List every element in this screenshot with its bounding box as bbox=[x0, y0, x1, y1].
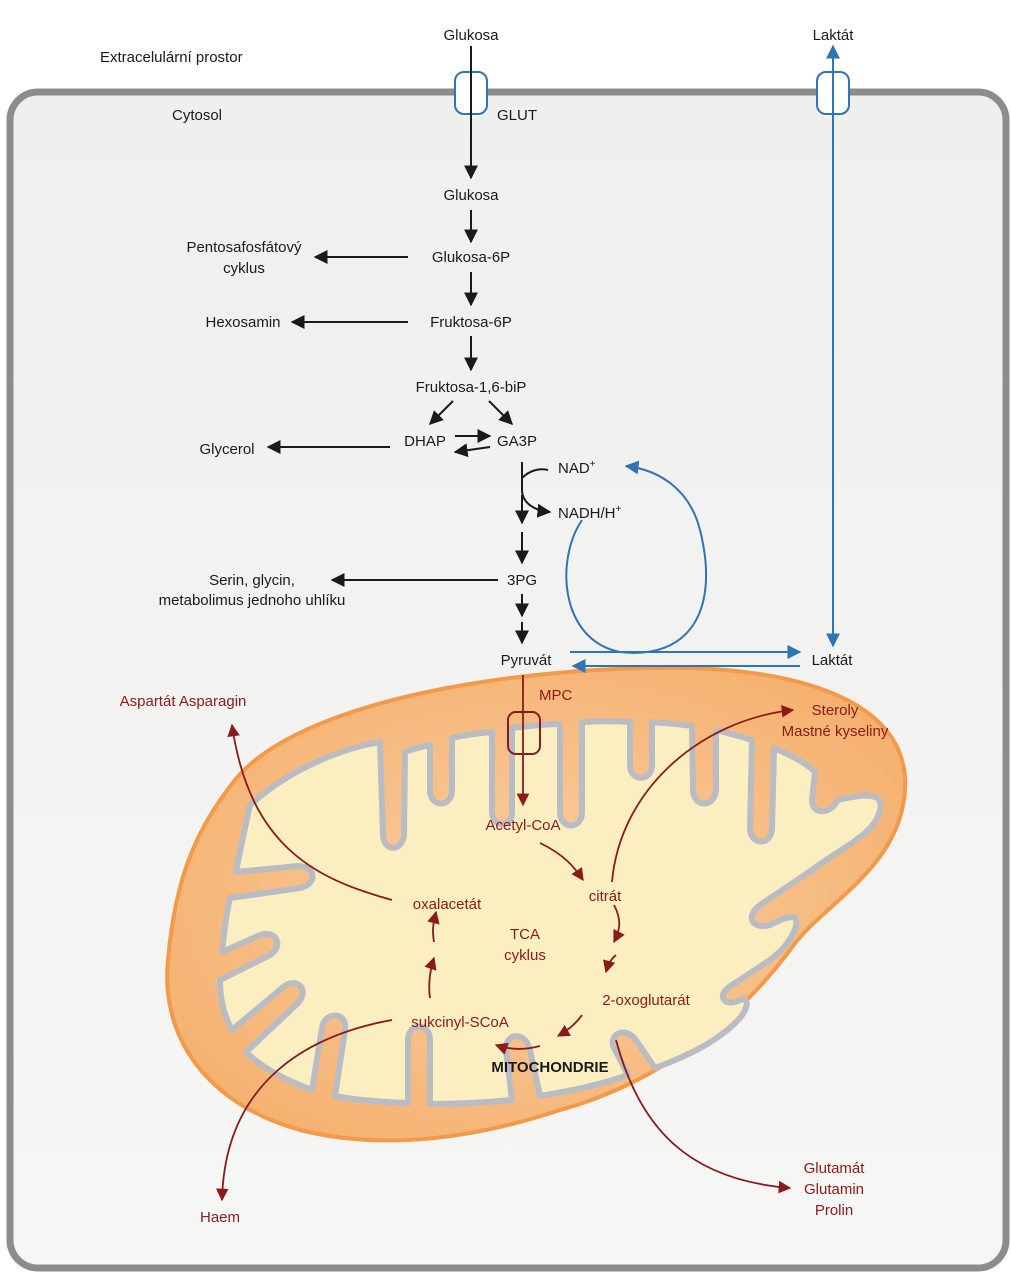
cytosol-label: Cytosol bbox=[172, 107, 222, 124]
pyruvate: Pyruvát bbox=[501, 652, 553, 669]
extracellular-label: Extracelulární prostor bbox=[100, 49, 243, 66]
aspartate-label: Aspartát Asparagin bbox=[120, 693, 247, 710]
proline-label: Prolin bbox=[815, 1202, 853, 1219]
3pg: 3PG bbox=[507, 572, 537, 589]
ga3p: GA3P bbox=[497, 433, 537, 450]
sterols-label: Steroly bbox=[812, 702, 859, 719]
hexosamine-label: Hexosamin bbox=[205, 314, 280, 331]
glut-label: GLUT bbox=[497, 107, 537, 124]
fructose-6p: Fruktosa-6P bbox=[430, 314, 512, 331]
pentose-phosphate-label-2: cyklus bbox=[223, 260, 265, 277]
tca-center-2: cyklus bbox=[504, 947, 546, 964]
succinyl-scoa: sukcinyl-SCoA bbox=[411, 1014, 509, 1031]
mitochondrion-inner-membrane bbox=[217, 718, 884, 1107]
glucose-extracellular: Glukosa bbox=[443, 27, 499, 44]
mitochondrial-arrows bbox=[215, 675, 795, 1202]
acetyl-coa: Acetyl-CoA bbox=[485, 817, 560, 834]
citrate: citrát bbox=[589, 888, 622, 905]
fructose-16bp: Fruktosa-1,6-biP bbox=[416, 379, 527, 396]
serine-label: Serin, glycin, bbox=[209, 572, 295, 589]
lactate-extracellular: Laktát bbox=[813, 27, 855, 44]
glucose-6p: Glukosa-6P bbox=[432, 249, 510, 266]
glutamine-label: Glutamin bbox=[804, 1181, 864, 1198]
mitochondrion bbox=[165, 665, 908, 1143]
dhap: DHAP bbox=[404, 433, 446, 450]
lactate-cytosol: Laktát bbox=[812, 652, 854, 669]
glucose-cytosol: Glukosa bbox=[443, 187, 499, 204]
mitochondrion-label: MITOCHONDRIE bbox=[491, 1059, 608, 1076]
fatty-acids-label: Mastné kyseliny bbox=[782, 723, 889, 740]
lactate-arrows bbox=[565, 44, 840, 673]
mpc-transporter bbox=[507, 711, 541, 755]
nad-label: NAD+ bbox=[558, 459, 596, 477]
glycerol-label: Glycerol bbox=[199, 441, 254, 458]
nadh-label: NADH/H+ bbox=[558, 504, 622, 522]
haem-label: Haem bbox=[200, 1209, 240, 1226]
2-oxoglutarate: 2-oxoglutarát bbox=[602, 992, 690, 1009]
oxaloacetate: oxalacetát bbox=[413, 896, 482, 913]
serine-label-2: metabolimus jednoho uhlíku bbox=[159, 592, 346, 609]
mpc-label: MPC bbox=[539, 687, 573, 704]
glutamate-label: Glutamát bbox=[804, 1160, 866, 1177]
pentose-phosphate-label: Pentosafosfátový bbox=[186, 239, 302, 256]
glycolysis-arrows bbox=[266, 46, 552, 645]
tca-center: TCA bbox=[510, 926, 540, 943]
